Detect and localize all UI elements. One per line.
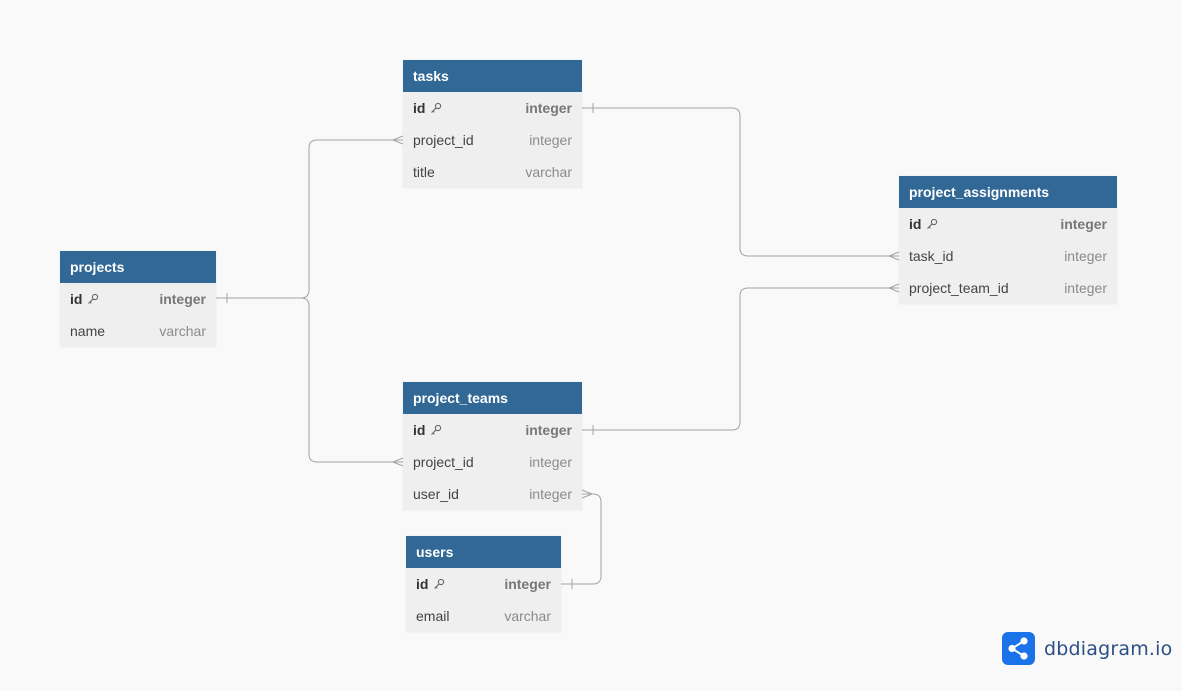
many-cardinality-marker: [888, 283, 900, 293]
field-type: integer: [1064, 280, 1107, 296]
field-type: integer: [529, 486, 572, 502]
table-header[interactable]: project_teams: [403, 382, 582, 414]
table-header[interactable]: projects: [60, 251, 216, 283]
key-icon: [88, 293, 99, 304]
table-header[interactable]: tasks: [403, 60, 582, 92]
field-row[interactable]: user_id integer: [403, 478, 582, 510]
key-icon: [434, 578, 445, 589]
field-type: integer: [1060, 216, 1107, 232]
field-name: task_id: [909, 248, 954, 264]
field-row[interactable]: title varchar: [403, 156, 582, 188]
field-name: id: [413, 422, 426, 438]
field-name: id: [909, 216, 922, 232]
field-name: id: [70, 291, 83, 307]
field-name: email: [416, 608, 450, 624]
table-project-teams[interactable]: project_teams id integer project_id inte…: [403, 382, 582, 510]
field-row[interactable]: id integer: [403, 414, 582, 446]
field-type: integer: [159, 291, 206, 307]
field-name: user_id: [413, 486, 459, 502]
field-type: varchar: [159, 323, 206, 339]
table-header[interactable]: project_assignments: [899, 176, 1117, 208]
field-name: id: [413, 100, 426, 116]
field-row[interactable]: id integer: [406, 568, 561, 600]
key-icon: [431, 102, 442, 113]
field-row[interactable]: id integer: [403, 92, 582, 124]
table-tasks[interactable]: tasks id integer project_id integer titl…: [403, 60, 582, 188]
many-cardinality-marker: [392, 135, 404, 145]
brand-name: dbdiagram.io: [1044, 637, 1173, 660]
field-name: project_team_id: [909, 280, 1009, 296]
many-cardinality-marker: [581, 489, 593, 499]
field-name: title: [413, 164, 435, 180]
field-type: integer: [529, 132, 572, 148]
key-icon: [431, 424, 442, 435]
field-row[interactable]: project_team_id integer: [899, 272, 1117, 304]
field-row[interactable]: name varchar: [60, 315, 216, 347]
field-row[interactable]: email varchar: [406, 600, 561, 632]
link-projects-project-teams[interactable]: [300, 297, 403, 463]
brand-logo-link[interactable]: dbdiagram.io: [1002, 632, 1172, 665]
field-type: integer: [525, 422, 572, 438]
field-type: integer: [1064, 248, 1107, 264]
table-projects[interactable]: projects id integer name varchar: [60, 251, 216, 347]
link-users-project-teams[interactable]: [561, 493, 602, 585]
field-name: project_id: [413, 132, 474, 148]
field-row[interactable]: project_id integer: [403, 124, 582, 156]
key-icon: [927, 218, 938, 229]
field-name: name: [70, 323, 106, 339]
field-row[interactable]: task_id integer: [899, 240, 1117, 272]
field-row[interactable]: id integer: [60, 283, 216, 315]
field-type: integer: [525, 100, 572, 116]
field-type: integer: [529, 454, 572, 470]
table-users[interactable]: users id integer email varchar: [406, 536, 561, 632]
field-type: varchar: [504, 608, 551, 624]
field-type: varchar: [525, 164, 572, 180]
table-project-assignments[interactable]: project_assignments id integer task_id i…: [899, 176, 1117, 304]
many-cardinality-marker: [392, 457, 404, 467]
field-row[interactable]: id integer: [899, 208, 1117, 240]
field-name: id: [416, 576, 429, 592]
field-row[interactable]: project_id integer: [403, 446, 582, 478]
link-projects-tasks[interactable]: [216, 139, 403, 299]
field-type: integer: [504, 576, 551, 592]
many-cardinality-marker: [888, 251, 900, 261]
share-nodes-icon: [1002, 632, 1035, 665]
field-name: project_id: [413, 454, 474, 470]
table-header[interactable]: users: [406, 536, 561, 568]
link-project-teams-project-assignments[interactable]: [582, 287, 899, 431]
link-tasks-project-assignments[interactable]: [582, 107, 899, 257]
